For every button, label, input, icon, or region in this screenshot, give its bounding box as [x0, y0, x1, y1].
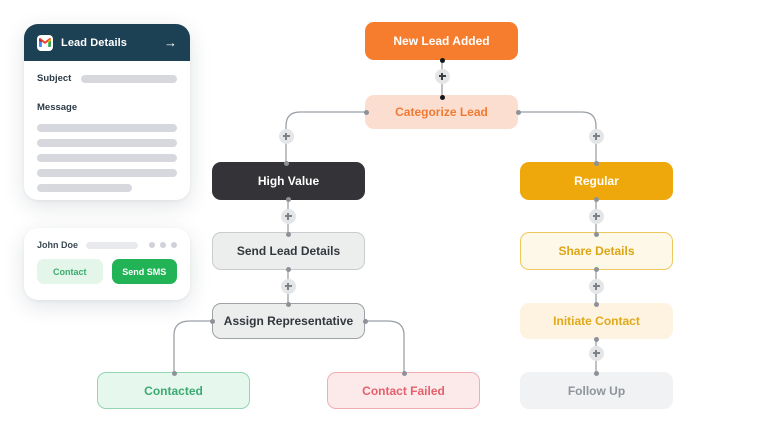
message-placeholder-lines [37, 124, 177, 192]
contact-name: John Doe [37, 240, 79, 250]
lead-details-title: Lead Details [61, 36, 128, 49]
message-label: Message [37, 102, 78, 113]
connector-dot [283, 160, 289, 166]
connector-dot [515, 109, 521, 115]
connector-dot [439, 94, 445, 100]
add-step-button[interactable] [280, 208, 296, 224]
lead-details-header: Lead Details → [24, 24, 190, 61]
add-step-button[interactable] [434, 68, 450, 84]
node-new-lead-added[interactable]: New Lead Added [365, 22, 518, 60]
contact-card: John Doe Contact Send SMS [24, 228, 190, 300]
connector-dot [593, 231, 599, 237]
connector-dot [593, 160, 599, 166]
subject-placeholder-bar [81, 74, 177, 83]
message-line [37, 169, 177, 177]
send-sms-button[interactable]: Send SMS [111, 259, 177, 284]
three-dots-icon[interactable] [149, 242, 177, 248]
node-regular[interactable]: Regular [520, 162, 673, 200]
connector-dot [593, 196, 599, 202]
node-assign-representative[interactable]: Assign Representative [212, 303, 365, 339]
message-row: Message [37, 97, 177, 115]
connector-dot [285, 301, 291, 307]
gmail-icon [37, 34, 53, 51]
subject-label: Subject [37, 73, 72, 84]
add-step-button[interactable] [588, 345, 604, 361]
connector-dot [209, 318, 215, 324]
node-contacted[interactable]: Contacted [97, 372, 250, 409]
connector-dot [171, 370, 177, 376]
message-line [37, 124, 177, 132]
connector-dot [439, 57, 445, 63]
add-step-button[interactable] [588, 208, 604, 224]
connector-dot [362, 318, 368, 324]
node-follow-up[interactable]: Follow Up [520, 372, 673, 409]
contact-detail-placeholder-bar [86, 241, 139, 249]
connector-dot [593, 301, 599, 307]
contact-card-actions: Contact Send SMS [24, 250, 190, 284]
arrow-right-icon[interactable]: → [164, 35, 177, 50]
subject-row: Subject [37, 73, 177, 84]
node-share-details[interactable]: Share Details [520, 232, 673, 270]
add-step-button[interactable] [280, 278, 296, 294]
connector-dot [401, 370, 407, 376]
contact-button[interactable]: Contact [37, 259, 103, 284]
message-line [37, 184, 133, 192]
node-high-value[interactable]: High Value [212, 162, 365, 200]
lead-details-card: Lead Details → Subject Message [24, 24, 190, 200]
message-line [37, 139, 177, 147]
lead-details-body: Subject Message [24, 61, 190, 192]
connector-dot [363, 109, 369, 115]
connector-dot [285, 196, 291, 202]
add-step-button[interactable] [588, 278, 604, 294]
connector-dot [593, 370, 599, 376]
message-line [37, 154, 177, 162]
connector-dot [593, 266, 599, 272]
connector-dot [593, 336, 599, 342]
add-step-button[interactable] [278, 128, 294, 144]
contact-card-header: John Doe [24, 228, 190, 250]
connector-dot [285, 266, 291, 272]
node-categorize-lead[interactable]: Categorize Lead [365, 95, 518, 129]
add-step-button[interactable] [588, 128, 604, 144]
node-contact-failed[interactable]: Contact Failed [327, 372, 480, 409]
node-send-lead-details[interactable]: Send Lead Details [212, 232, 365, 270]
node-initiate-contact[interactable]: Initiate Contact [520, 303, 673, 339]
connector-dot [285, 231, 291, 237]
